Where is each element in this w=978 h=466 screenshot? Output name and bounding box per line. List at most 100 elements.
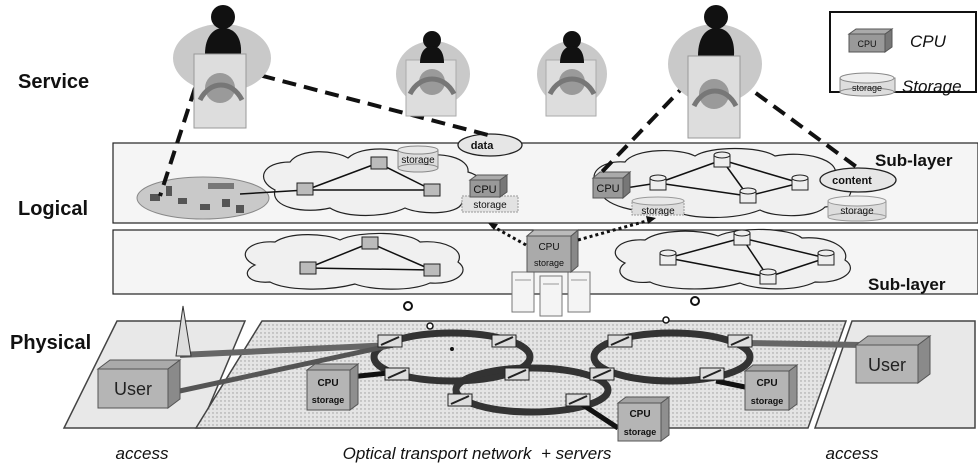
cpu-label: CPU [317, 378, 338, 389]
storage-node [739, 187, 757, 204]
optical-switch [565, 393, 591, 407]
optical-ring-left [370, 329, 534, 385]
optical-ring-bottom [452, 364, 612, 416]
storage-label: storage [534, 258, 564, 268]
router-node [370, 156, 388, 170]
server-node: CPU storage [743, 364, 799, 411]
cpu-label: CPU [473, 184, 496, 196]
optical-switch [384, 367, 410, 381]
optical-switch [589, 367, 615, 381]
storage-label: storage [473, 200, 507, 211]
optical-switch [504, 367, 530, 381]
service-user-icon [537, 31, 607, 117]
storage-node [713, 151, 731, 168]
cpu-label: CPU [629, 409, 650, 420]
layer-label-logical: Logical [18, 198, 88, 220]
storage-node [733, 229, 751, 246]
storage-label: storage [624, 427, 657, 437]
storage-label: storage [401, 155, 435, 166]
bottom-label-transport: Optical transport network + servers [343, 444, 612, 463]
storage-node [791, 174, 809, 191]
layer-label-physical: Physical [10, 332, 91, 354]
router-node [423, 183, 441, 197]
user-label: User [114, 379, 152, 399]
legend-cpu-icon-text: CPU [857, 39, 876, 49]
legend-storage-icon: storage [839, 72, 896, 97]
cpu-storage-node: storage CPU [461, 174, 519, 213]
legend-storage-icon-text: storage [852, 83, 882, 93]
logical-sublayer-upper: storage data storage CPU CPU storage [112, 133, 978, 224]
storage-label: storage [312, 395, 345, 405]
user-box-left: User [96, 359, 182, 409]
sublayer-label-lower: Sub-layer [868, 275, 946, 294]
user-box-right: User [854, 335, 932, 384]
router-node [296, 182, 314, 196]
cloud-lower-right [614, 228, 851, 290]
storage-cylinder: storage [827, 195, 887, 222]
arrow-head [646, 216, 656, 224]
storage-cylinder: storage [631, 196, 685, 217]
link-marker [662, 316, 670, 324]
storage-node [759, 268, 777, 285]
sublayer-label-upper: Sub-layer [875, 151, 953, 170]
storage-label: storage [641, 206, 675, 217]
cloud-lower-left [244, 232, 464, 290]
server-node: CPU storage [305, 363, 360, 411]
link-marker [690, 296, 700, 306]
legend-storage-label: Storage [902, 77, 962, 96]
service-user-icon [173, 5, 271, 129]
bottom-label-access-right: access [826, 444, 879, 463]
optical-switch [727, 334, 753, 348]
data-tag: data [457, 133, 523, 157]
cpu-label: CPU [596, 183, 619, 195]
link-marker [426, 322, 434, 330]
storage-node [817, 249, 835, 266]
layer-label-service: Service [18, 71, 89, 93]
arrow-head [488, 223, 498, 230]
service-user-icon [668, 5, 762, 139]
legend: CPU CPU storage Storage [829, 11, 977, 97]
link-marker [403, 301, 413, 311]
fiber-link [715, 378, 746, 390]
data-label: data [471, 140, 495, 152]
router-node [299, 261, 317, 275]
router-node [361, 236, 379, 250]
user-label: User [868, 355, 906, 375]
storage-label: storage [840, 206, 874, 217]
wireless-devices-icon [150, 183, 244, 213]
storage-node [649, 174, 667, 191]
content-label: content [832, 175, 872, 187]
server-node: CPU storage [616, 396, 671, 442]
fiber-link [578, 400, 620, 431]
dotted-arrow-right [577, 218, 651, 242]
service-user-icon [396, 31, 470, 117]
optical-ring-right [590, 329, 754, 385]
legend-cpu-icon: CPU [847, 28, 894, 53]
server-rack-icon [511, 271, 591, 317]
optical-switch [447, 393, 473, 407]
fiber-link [174, 342, 394, 395]
optical-switch [699, 367, 725, 381]
optical-switch [377, 334, 403, 348]
content-tag: content [819, 167, 897, 193]
storage-node [659, 249, 677, 266]
service-layer [158, 5, 860, 197]
fiber-link [179, 342, 394, 358]
bottom-label-access-left: access [116, 444, 169, 463]
router-node [423, 263, 441, 277]
cpu-label: CPU [538, 242, 559, 253]
dotted-arrow-left [491, 224, 527, 247]
fiber-link [744, 340, 863, 348]
storage-label: storage [751, 396, 784, 406]
server-cluster: CPU storage [488, 216, 656, 317]
physical-plane: User User CPU storage CPU storage [62, 281, 976, 442]
service-mapping-lines [158, 68, 860, 197]
optical-switch [491, 334, 517, 348]
cpu-storage-node: CPU storage [525, 228, 580, 274]
cpu-node: CPU [591, 170, 632, 200]
link-marker [450, 347, 454, 351]
storage-cylinder: storage [397, 145, 439, 173]
cpu-label: CPU [756, 378, 777, 389]
legend-cpu-label: CPU [910, 32, 947, 51]
